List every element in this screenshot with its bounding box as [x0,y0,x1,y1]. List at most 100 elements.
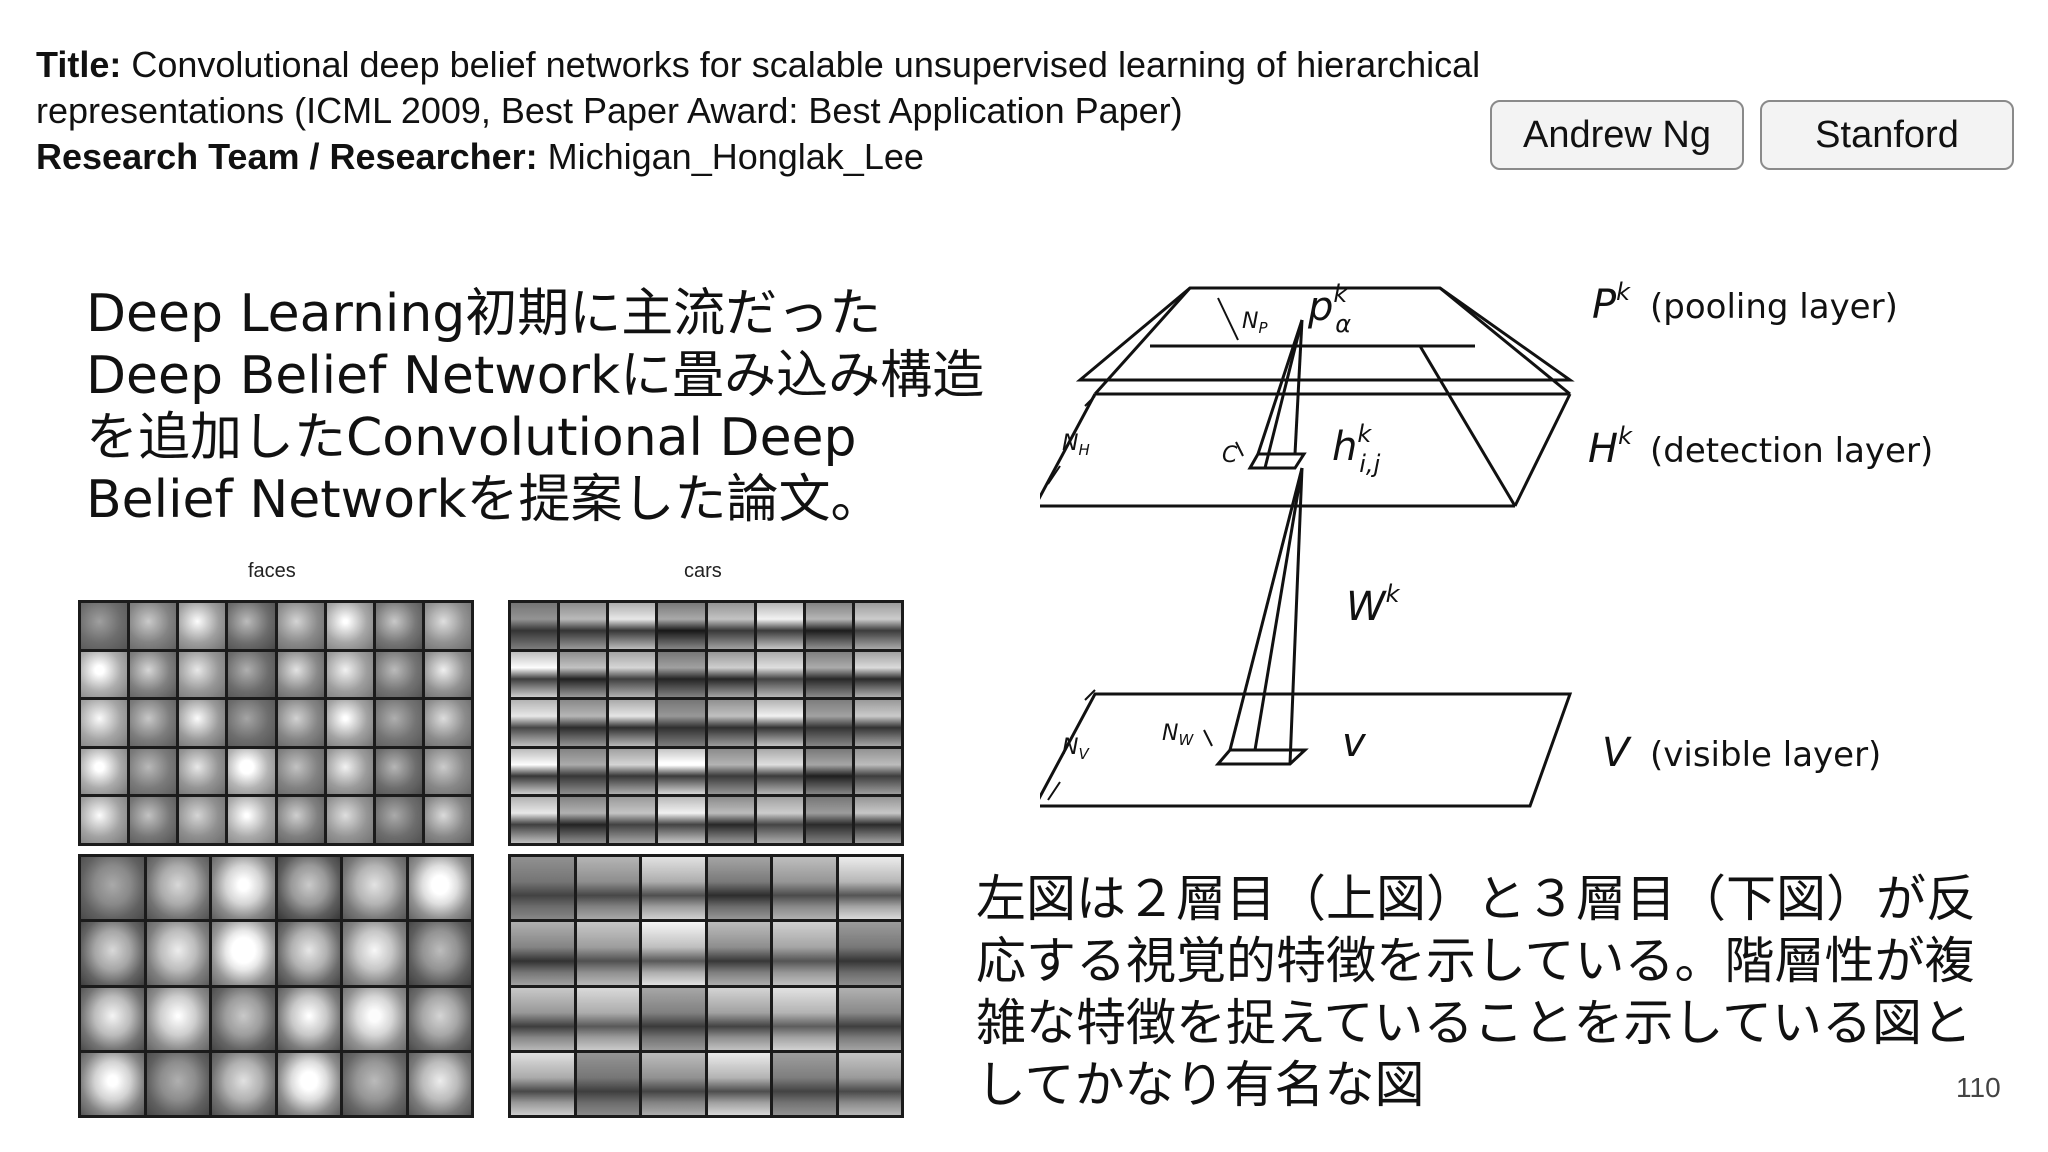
feature-tile [511,857,574,920]
title-line: Title: Convolutional deep belief network… [36,42,1636,134]
feature-tile [560,700,607,746]
feature-tile [375,797,422,843]
feature-tile [560,651,607,698]
feature-tile [576,1052,639,1115]
feature-tile [179,748,226,795]
feature-tile [511,748,558,795]
w-k-label: Wk [1346,580,1401,630]
feature-tile [773,857,836,920]
feature-tile [424,651,471,698]
feature-tile [277,748,324,795]
feature-tile [277,603,324,649]
feature-tile [854,700,901,746]
feature-tile [658,603,705,649]
feature-tile [343,1052,406,1115]
tag-andrew-ng[interactable]: Andrew Ng [1490,100,1744,170]
feature-tile [81,797,128,843]
feature-tile [576,922,639,985]
feature-tile [375,603,422,649]
paper-title: Convolutional deep belief networks for s… [36,44,1481,131]
figure-note: 左図は２層目（上図）と３層目（下図）が反応する視覚的特徴を示している。階層性が複… [976,870,1976,1114]
pk-symbol: Pk [1592,278,1631,328]
feature-tile [408,922,471,985]
feature-tile [375,651,422,698]
feature-tile [756,748,803,795]
feature-tile [773,1052,836,1115]
feature-tile [212,1052,275,1115]
feature-tile [212,922,275,985]
feature-tile [609,797,656,843]
feature-tile [179,651,226,698]
feature-tile [707,922,770,985]
feature-tile [228,603,275,649]
feature-tile [326,700,373,746]
feature-tile [511,1052,574,1115]
feature-tile [326,651,373,698]
feature-tile [642,857,705,920]
feature-tile [805,748,852,795]
feature-tile [277,1052,340,1115]
feature-tile [707,700,754,746]
feature-tile [228,748,275,795]
feature-tile [511,651,558,698]
feature-tile [130,748,177,795]
feature-tile [707,603,754,649]
feature-tile [838,857,901,920]
feature-tile [838,922,901,985]
feature-tile [228,651,275,698]
feature-tile [756,603,803,649]
visible-layer-plane [1040,692,1573,808]
feature-tile [277,857,340,920]
team-line: Research Team / Researcher: Michigan_Hon… [36,134,1636,180]
feature-tile [511,700,558,746]
feature-tile [658,700,705,746]
feature-tile [277,651,324,698]
feature-tile [511,603,558,649]
page-number: 110 [1956,1072,2001,1103]
feature-tile [609,748,656,795]
feature-tile [658,797,705,843]
feature-tile [212,987,275,1050]
feature-tile [179,797,226,843]
v-label: v [1342,720,1367,766]
c-label: C [1222,443,1238,468]
faces-layer3-features [78,854,474,1118]
feature-tile [838,987,901,1050]
feature-tile [707,1052,770,1115]
feature-tile [146,987,209,1050]
feature-tile [773,922,836,985]
hk-symbol: Hk [1588,422,1633,472]
nv-label: NV [1062,735,1090,763]
feature-tile [81,748,128,795]
feature-tile [277,797,324,843]
feature-tile [130,700,177,746]
slide-header: Title: Convolutional deep belief network… [36,42,1636,180]
feature-tile [576,857,639,920]
feature-tile [642,1052,705,1115]
feature-tile [81,651,128,698]
team-label: Research Team / Researcher: [36,136,538,177]
feature-tile [854,797,901,843]
faces-label: faces [248,560,296,582]
feature-tile [81,922,144,985]
tag-stanford[interactable]: Stanford [1760,100,2014,170]
feature-tile [609,700,656,746]
feature-tile [277,922,340,985]
feature-tile [854,748,901,795]
feature-tile [277,700,324,746]
feature-tile [609,651,656,698]
visible-layer-label: (visible layer) [1650,735,1881,775]
feature-tile [375,700,422,746]
feature-tile [805,797,852,843]
feature-tile [854,603,901,649]
feature-tile [756,651,803,698]
cars-layer3-features [508,854,904,1118]
feature-tile [560,748,607,795]
feature-tile [130,797,177,843]
feature-tile [658,651,705,698]
feature-tile [326,603,373,649]
cars-layer2-features [508,600,904,846]
